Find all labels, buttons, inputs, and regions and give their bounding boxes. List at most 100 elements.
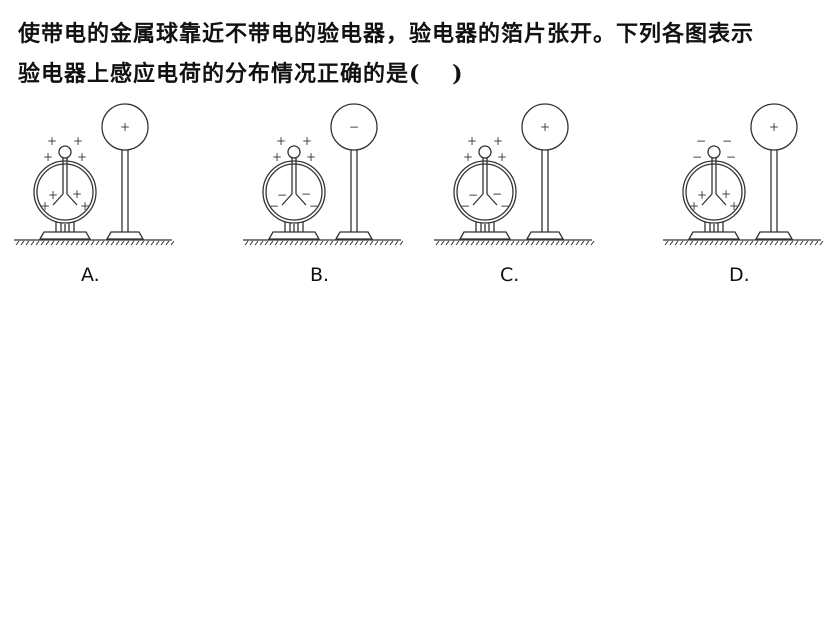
leaf-charge: + [729,199,739,213]
electroscope-case-outer [453,160,517,224]
ground-hatch [60,240,65,246]
ground-hatch [90,240,95,246]
ground-hatch [580,240,585,246]
ground-hatch [20,240,25,246]
electroscope-rod [482,158,488,194]
ground-hatch [314,240,319,246]
electroscope-base [267,231,321,240]
ground-hatch [470,240,475,246]
ground-hatch [555,240,560,246]
ground-hatch [754,240,759,246]
ground-hatch [30,240,35,246]
ground-hatch [369,240,374,246]
ground-hatch [170,240,175,246]
ground-hatch [739,240,744,246]
ground-hatch [505,240,510,246]
ground-hatch [460,240,465,246]
knob-charge: + [302,134,312,148]
ground-hatch [379,240,384,246]
ground-hatch [289,240,294,246]
ground-hatch [789,240,794,246]
leaf-charge: − [492,187,502,201]
ground-hatch [490,240,495,246]
leaf-charge: − [468,188,478,202]
electroscope-case-outer [33,160,97,224]
leaf-charge: + [721,187,731,201]
ground-hatch [105,240,110,246]
option-b-label: B. [310,264,330,286]
electroscope-leaves [701,193,727,206]
ground-hatch [254,240,259,246]
leaf-charge: + [80,199,90,213]
ground-hatch [135,240,140,246]
ground-hatch [804,240,809,246]
ground-hatch [165,240,170,246]
ground-hatch [259,240,264,246]
knob-charge: + [272,150,282,164]
ground-hatch [354,240,359,246]
ground-hatch [495,240,500,246]
ground-hatch [809,240,814,246]
knob-charge: + [463,150,473,164]
leaf-charge: − [460,199,470,213]
ground-hatch [709,240,714,246]
ground-hatch [294,240,299,246]
ground-hatch [304,240,309,246]
ground-hatch [130,240,135,246]
sphere-charge: + [120,120,130,134]
ground-hatch [679,240,684,246]
electroscope-leaves [472,193,498,206]
ground-hatch [565,240,570,246]
ground-hatch [95,240,100,246]
ground-hatch [560,240,565,246]
ground-hatch [359,240,364,246]
ground-hatch [684,240,689,246]
ground-hatch [669,240,674,246]
sphere-stand-base [525,231,565,240]
ground-hatch [515,240,520,246]
knob-charge: + [73,134,83,148]
ground-hatch [774,240,779,246]
ground-hatch [525,240,530,246]
ground-hatch [520,240,525,246]
leaf-charge: + [40,199,50,213]
ground-hatch [799,240,804,246]
ground-hatch [249,240,254,246]
ground-hatch [40,240,45,246]
ground-hatch [145,240,150,246]
ground-hatch [324,240,329,246]
ground-hatch [264,240,269,246]
ground-hatch [535,240,540,246]
knob-charge: − [722,134,732,148]
ground-hatch [125,240,130,246]
ground-hatch [299,240,304,246]
leaf-charge: + [689,199,699,213]
ground-hatch [545,240,550,246]
option-a-label: A. [81,264,100,286]
ground-hatch [15,240,20,246]
leaf-charge: − [269,199,279,213]
ground-hatch [585,240,590,246]
figure-a: +++++++++ [14,103,175,246]
sphere-stand-pole [121,150,129,232]
electroscope-knob [58,145,72,159]
electroscope-rod [62,158,68,194]
ground-hatch [374,240,379,246]
sphere-stand-pole [770,150,778,232]
ground-hatch [364,240,369,246]
ground-hatch [689,240,694,246]
electroscope-base [458,231,512,240]
electroscope-leaves [281,193,307,206]
ground-hatch [115,240,120,246]
knob-charge: + [77,150,87,164]
electroscope-case-outer [682,160,746,224]
leaf-charge: + [697,188,707,202]
ground-hatch [734,240,739,246]
ground-hatch [694,240,699,246]
ground-hatch [744,240,749,246]
ground-hatch [269,240,274,246]
figure-d: +−−−−++++ [663,103,824,246]
ground-hatch [779,240,784,246]
ground-hatch [435,240,440,246]
knob-charge: + [493,134,503,148]
